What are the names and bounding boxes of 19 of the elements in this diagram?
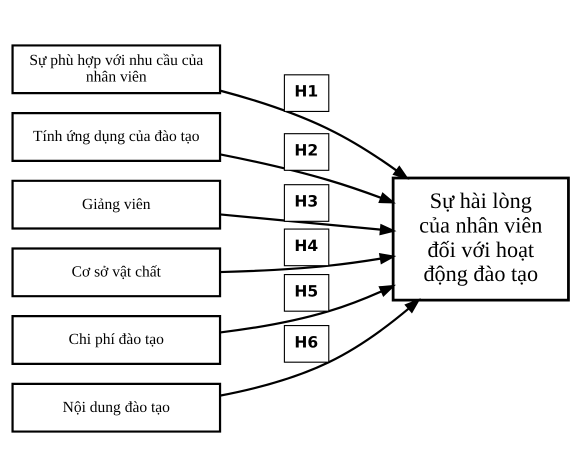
arrow — [220, 152, 396, 203]
edge-label: H2 — [294, 141, 318, 160]
node-box: Nội dung đào tạo — [11, 382, 222, 432]
edge-label: H1 — [294, 82, 318, 100]
arrow — [220, 212, 396, 235]
edge-label: H6 — [294, 332, 318, 351]
edge-label: H4 — [294, 236, 318, 254]
arrow — [220, 89, 410, 180]
arrow — [220, 284, 396, 334]
node-box: Chi phí đào tạo — [11, 314, 222, 364]
edge-label: H3 — [294, 192, 318, 210]
node-box: Cơ sở vật chất — [11, 246, 222, 297]
node-box: Tính ứng dụng của đào tạo — [11, 112, 222, 162]
arrow — [220, 252, 396, 273]
arrow — [220, 298, 421, 396]
node-box: Giảng viên — [11, 179, 222, 230]
edge-label: H5 — [294, 282, 318, 300]
node-box: Sự hài lòng của nhân viên đối với hoạt động đào tạo — [392, 176, 570, 301]
node-box: Sự phù hợp với nhu cầu của nhân viên — [11, 44, 222, 94]
